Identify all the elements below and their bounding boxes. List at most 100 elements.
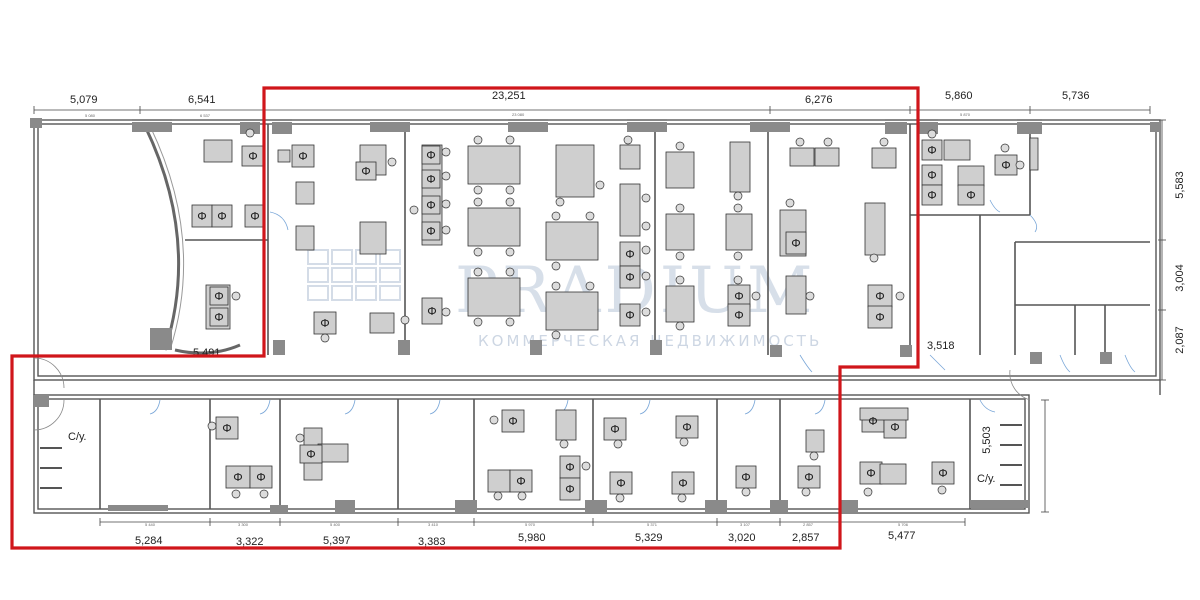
desk bbox=[619, 183, 641, 237]
chair bbox=[679, 437, 689, 447]
desk bbox=[211, 204, 233, 228]
dimension-label: 5,736 bbox=[1062, 90, 1090, 102]
workstation-symbol: Ф bbox=[426, 149, 435, 162]
chair bbox=[473, 185, 483, 195]
door-icon bbox=[429, 399, 441, 415]
desk bbox=[467, 145, 521, 185]
chair bbox=[295, 433, 305, 443]
structural-columns bbox=[30, 118, 1160, 513]
chair bbox=[555, 197, 565, 207]
desk bbox=[943, 139, 971, 161]
desk bbox=[785, 231, 807, 255]
workstation-symbol: Ф bbox=[868, 415, 877, 428]
dimension-label: 2,857 bbox=[792, 532, 820, 544]
chair bbox=[733, 275, 743, 285]
dimension-label: 5,284 bbox=[135, 535, 163, 547]
door-icon bbox=[259, 399, 271, 415]
desk bbox=[931, 461, 955, 485]
door-icon bbox=[344, 399, 356, 415]
workstation-symbol: Ф bbox=[320, 317, 329, 330]
chair bbox=[809, 451, 819, 461]
dimension-note: 5 371 bbox=[647, 522, 658, 527]
chair bbox=[231, 291, 241, 301]
workstation-symbol: Ф bbox=[625, 309, 634, 322]
desk bbox=[355, 161, 377, 181]
chair bbox=[733, 251, 743, 261]
door-icon bbox=[639, 399, 651, 415]
desk bbox=[727, 303, 751, 327]
desk bbox=[277, 149, 291, 163]
chair bbox=[823, 137, 833, 147]
desk bbox=[665, 285, 695, 323]
chair bbox=[441, 199, 451, 209]
chair bbox=[441, 307, 451, 317]
desk bbox=[215, 416, 239, 440]
curved-glass-wall bbox=[143, 125, 181, 351]
chair bbox=[879, 137, 889, 147]
workstation-symbol: Ф bbox=[306, 448, 315, 461]
chair bbox=[493, 491, 503, 501]
desk bbox=[421, 221, 441, 241]
chair bbox=[641, 307, 651, 317]
workstation-symbol: Ф bbox=[966, 189, 975, 202]
workstation-symbol: Ф bbox=[741, 471, 750, 484]
chair bbox=[559, 439, 569, 449]
chair bbox=[733, 191, 743, 201]
chair bbox=[473, 247, 483, 257]
dimension-label: 5,397 bbox=[323, 535, 351, 547]
chair bbox=[259, 489, 269, 499]
chair bbox=[551, 281, 561, 291]
chair bbox=[585, 281, 595, 291]
desk bbox=[317, 443, 349, 463]
chair bbox=[805, 291, 815, 301]
workstation-symbol: Ф bbox=[565, 483, 574, 496]
chair bbox=[863, 487, 873, 497]
workstation-symbol: Ф bbox=[426, 225, 435, 238]
workstation-symbol: Ф bbox=[625, 248, 634, 261]
chair bbox=[581, 461, 591, 471]
desk bbox=[369, 312, 395, 334]
desk bbox=[675, 415, 699, 439]
door-icon bbox=[1124, 354, 1136, 373]
workstation-symbol: Ф bbox=[427, 305, 436, 318]
dimension-label: 5,079 bbox=[70, 94, 98, 106]
desk bbox=[421, 195, 441, 215]
dimension-note: 5 080 bbox=[85, 113, 96, 118]
chair bbox=[615, 493, 625, 503]
desk bbox=[879, 463, 907, 485]
chair bbox=[505, 197, 515, 207]
chair bbox=[473, 135, 483, 145]
workstation-symbol: Ф bbox=[217, 210, 226, 223]
door-icon bbox=[799, 354, 813, 373]
chair bbox=[937, 485, 947, 495]
chair bbox=[409, 205, 419, 215]
chair bbox=[441, 147, 451, 157]
dimension-label: 23,251 bbox=[492, 90, 526, 102]
dimension-label: 2,087 bbox=[1174, 326, 1186, 354]
chair bbox=[505, 247, 515, 257]
chair bbox=[641, 245, 651, 255]
door-icon bbox=[149, 399, 161, 415]
workstation-symbol: Ф bbox=[214, 290, 223, 303]
workstation-symbol: Ф bbox=[222, 422, 231, 435]
desk bbox=[299, 444, 323, 464]
desk bbox=[467, 277, 521, 317]
desk bbox=[291, 144, 315, 168]
chairs bbox=[207, 128, 1025, 503]
door-icon bbox=[979, 399, 996, 413]
desk bbox=[619, 303, 641, 327]
dimension-note: 6 537 bbox=[200, 113, 211, 118]
workstation-symbol: Ф bbox=[250, 210, 259, 223]
chair bbox=[751, 291, 761, 301]
desk bbox=[921, 139, 943, 161]
workstation-symbol: Ф bbox=[734, 290, 743, 303]
chair bbox=[675, 251, 685, 261]
workstation-symbol: Ф bbox=[927, 144, 936, 157]
door-icon bbox=[744, 399, 756, 415]
desk bbox=[957, 184, 985, 206]
workstation-symbol: Ф bbox=[866, 467, 875, 480]
workstation-symbol: Ф bbox=[516, 475, 525, 488]
desk bbox=[729, 141, 751, 193]
desk bbox=[545, 221, 599, 261]
